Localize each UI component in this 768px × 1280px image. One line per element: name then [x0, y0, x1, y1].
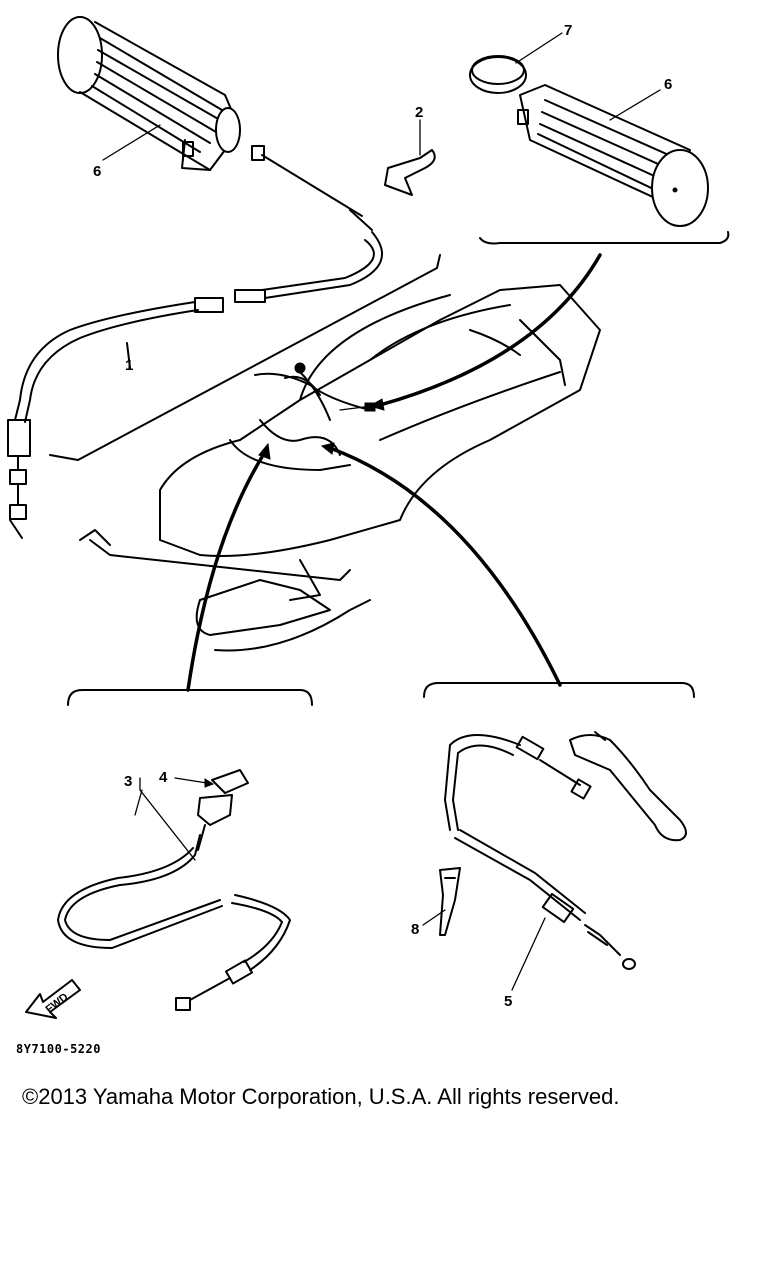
copyright-notice: ©2013 Yamaha Motor Corporation, U.S.A. A… — [22, 1084, 620, 1109]
callout-2: 2 — [415, 104, 423, 121]
callout-6-left: 6 — [93, 163, 101, 180]
callout-4: 4 — [159, 769, 168, 786]
callout-1: 1 — [125, 357, 133, 374]
callout-8: 8 — [411, 921, 419, 938]
forward-arrow-icon: FWD — [25, 979, 81, 1019]
brake-cable-assembly — [422, 731, 687, 991]
drawing-code: 8Y7100-5220 — [16, 1042, 101, 1056]
group-bracket-switch — [67, 689, 313, 706]
fwd-label: FWD — [44, 991, 71, 1016]
handlebar-wiring — [254, 362, 381, 421]
callout-5: 5 — [504, 993, 512, 1010]
group-bracket-brake — [423, 682, 695, 698]
callout-6-right: 6 — [664, 76, 672, 93]
parts-diagram: FWD 1 2 3 4 5 6 6 7 8 — [7, 16, 730, 1019]
callout-leaders — [102, 32, 661, 161]
left-handlebar-grip — [57, 16, 241, 171]
leader-arrows — [186, 253, 602, 692]
throttle-cable — [7, 145, 383, 539]
right-handlebar-grip — [469, 55, 730, 245]
callout-7: 7 — [564, 22, 572, 39]
stop-switch-assembly — [57, 769, 291, 1011]
group-bracket-left — [49, 254, 441, 461]
cable-clip — [384, 149, 436, 196]
callout-3: 3 — [124, 773, 132, 790]
